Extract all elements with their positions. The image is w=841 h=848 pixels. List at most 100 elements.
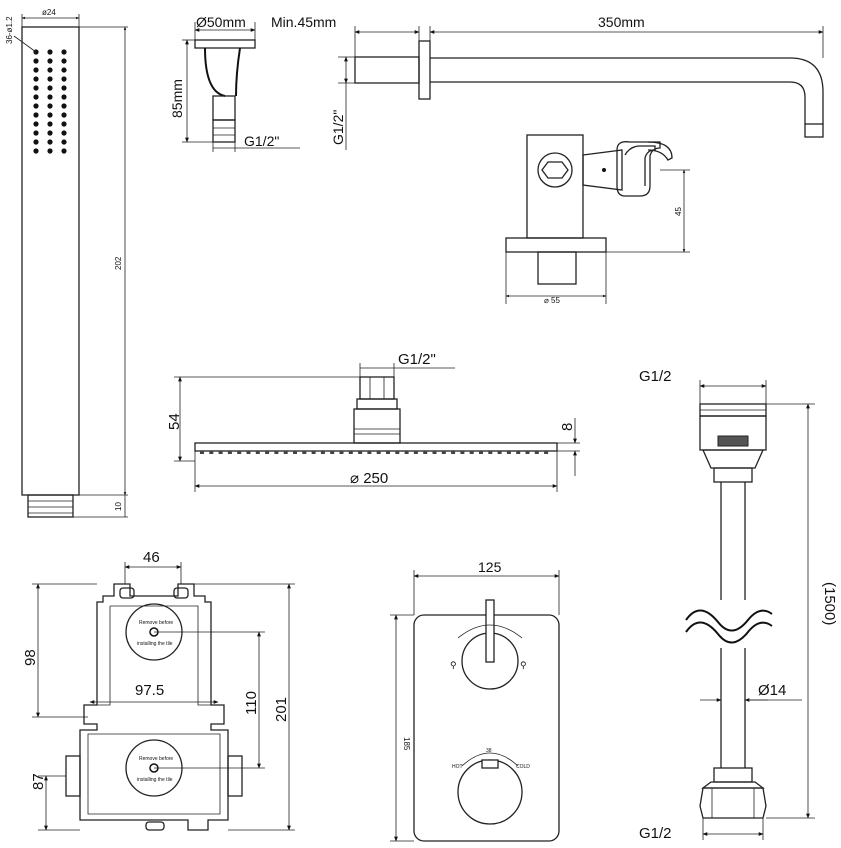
box-top-plug-text-2: installing the tile [137,641,173,647]
rain-nozzle [525,451,530,454]
rain-head-plate [194,442,558,452]
rain-nozzle [330,451,335,454]
mounting-box-drawing: Remove before installing the tile Remove… [22,549,295,831]
rain-nozzle [348,451,353,454]
holder-drawing: 45 ⌀ 55 [505,134,690,305]
nozzle-hole [61,148,67,154]
holder-stem [537,251,577,285]
trim-right-icon: ⚲ [520,660,527,670]
handshower-holes-label: 36-ø1.2 [5,16,14,44]
nozzle-hole [61,76,67,82]
wall-connector-thread [212,119,236,143]
handshower-dia-label: ø24 [42,8,56,17]
hose-dia-label: Ø14 [758,682,786,699]
rain-nozzle [451,451,456,454]
rain-head-nut [356,398,398,410]
wall-connector-dia-label: Ø50mm [196,14,246,30]
box-top-plug-text-1: Remove before [139,620,173,626]
rain-nozzle [293,451,297,454]
box-inlet-left [65,755,81,797]
trim-drawing: ⚲ ⚲ 38 HOT COLD 125 185 [390,559,560,842]
rain-nozzle [497,451,502,454]
nozzle-hole [47,58,53,64]
rain-nozzle [534,451,539,454]
rain-nozzle [488,451,493,454]
rain-nozzle [302,451,307,454]
rain-nozzle [358,451,363,454]
arm-outlet [804,123,824,138]
nozzle-hole [33,58,39,64]
rain-nozzle [255,451,260,454]
hose-bottom-ferrule [713,767,753,783]
trim-hot-label: HOT [452,764,463,770]
rain-nozzle [441,451,446,454]
hose-bottom-nut [699,787,767,819]
hose-bottom-thread-label: G1/2 [639,825,672,842]
nozzle-hole [61,103,67,109]
rain-nozzle [218,451,223,454]
arm-wall-flange [418,40,431,100]
nozzle-hole [33,121,39,127]
box-inlet-right [227,755,243,797]
handshower-drawing: ø24 36-ø1.2 202 10 [5,8,128,518]
rain-nozzle [283,451,288,454]
rain-nozzle [506,451,511,454]
wall-connector-stem [212,95,236,121]
rain-nozzle [367,451,372,454]
nozzle-hole [61,130,67,136]
nozzle-hole [47,148,53,154]
trim-temp-stop [481,759,499,769]
box-bottom-plug-text-1: Remove before [139,756,173,762]
handshower-thread [27,494,74,518]
arm-thread-label: G1/2" [330,110,346,145]
holder-dia-label: ⌀ 55 [544,296,560,305]
hose-top-thread-label: G1/2 [639,368,672,385]
arm-tube-top [430,57,824,124]
nozzle-hole [61,67,67,73]
rain-nozzle [395,451,400,454]
nozzle-hole [33,130,39,136]
nozzle-hole [47,49,53,55]
trim-temp-knob [457,759,523,825]
nozzle-hole [33,139,39,145]
handshower-length-label: 202 [114,256,123,270]
box-bottom-height-label: 87 [30,773,47,790]
nozzle-hole [33,103,39,109]
shower-arm-drawing: Min.45mm 350mm G1/2" [271,14,824,150]
trim-height-label: 185 [402,737,411,751]
nozzle-hole [47,121,53,127]
rain-nozzle [544,451,549,454]
rain-nozzle [320,451,325,454]
box-outline [79,583,229,831]
rain-nozzle [516,451,521,454]
nozzle-hole [61,139,67,145]
arm-tube-bottom [430,81,806,124]
trim-width-label: 125 [478,559,502,575]
rain-head-height-label: 54 [166,413,183,430]
nozzle-hole [47,130,53,136]
wall-connector-drawing: Ø50mm 85mm G1/2" [169,14,300,152]
nozzle-hole [47,112,53,118]
nozzle-hole [33,76,39,82]
rain-nozzle [209,451,214,454]
rain-nozzle [432,451,437,454]
nozzle-hole [33,85,39,91]
box-spacing-label: 97.5 [135,682,164,699]
nozzle-hole [33,112,39,118]
nozzle-grid [33,49,67,154]
rain-nozzle [460,451,465,454]
rain-head-dia-label: ⌀ 250 [350,470,388,487]
nozzle-hole [61,49,67,55]
nozzle-hole [47,85,53,91]
wall-connector-height-label: 85mm [169,79,185,118]
nozzle-hole [47,76,53,82]
box-top-height-label: 98 [22,649,39,666]
trim-left-icon: ⚲ [450,660,457,670]
trim-temp-label: 38 [486,748,492,754]
arm-threaded-end [354,56,420,84]
rain-nozzle [469,451,474,454]
box-width-label: 46 [143,549,160,566]
box-bottom-plug-text-2: installing the tile [137,777,173,783]
rain-nozzle [386,451,390,454]
